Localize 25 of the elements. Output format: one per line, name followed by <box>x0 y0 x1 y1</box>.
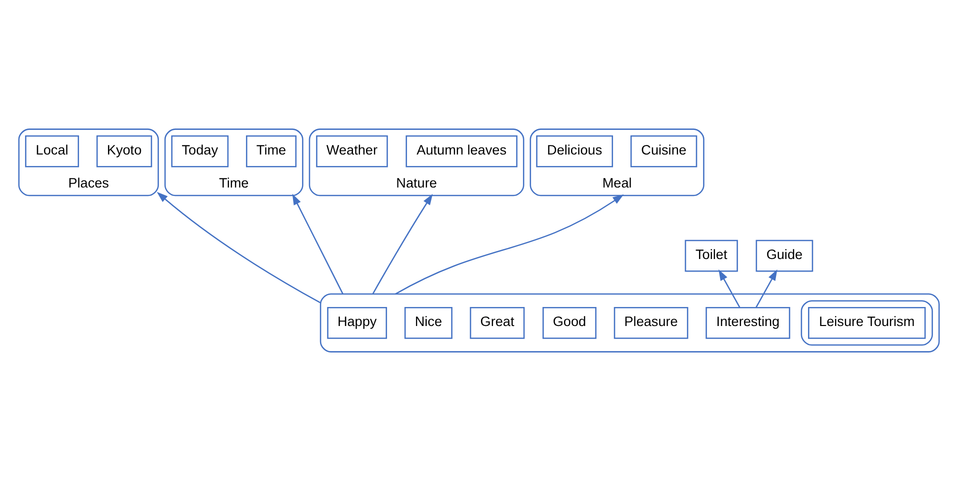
node-box: Nice <box>404 306 452 339</box>
node-box: Weather <box>316 135 388 168</box>
node-box: Leisure Tourism <box>808 306 926 339</box>
node-box: Good <box>542 306 596 339</box>
node-box: Kyoto <box>96 135 152 168</box>
node-box: Guide <box>756 240 814 272</box>
arrow <box>755 269 778 308</box>
cluster <box>320 293 940 352</box>
node-box: Delicious <box>536 135 614 168</box>
node-box: Pleasure <box>614 306 688 339</box>
arrow <box>156 192 321 304</box>
cluster <box>800 300 933 346</box>
arrow <box>718 269 740 308</box>
arrow <box>395 194 624 295</box>
node-box: Today <box>171 135 229 168</box>
node-box: Local <box>25 135 80 168</box>
node-box: Interesting <box>706 306 790 339</box>
node-box: Happy <box>327 306 388 339</box>
node-box: Toilet <box>684 240 738 272</box>
node-box: Great <box>470 306 525 339</box>
arrow <box>292 194 344 294</box>
arrow <box>372 194 433 294</box>
node-box: Time <box>246 135 297 168</box>
node-box: Cuisine <box>630 135 698 168</box>
node-box: Autumn leaves <box>406 135 518 168</box>
